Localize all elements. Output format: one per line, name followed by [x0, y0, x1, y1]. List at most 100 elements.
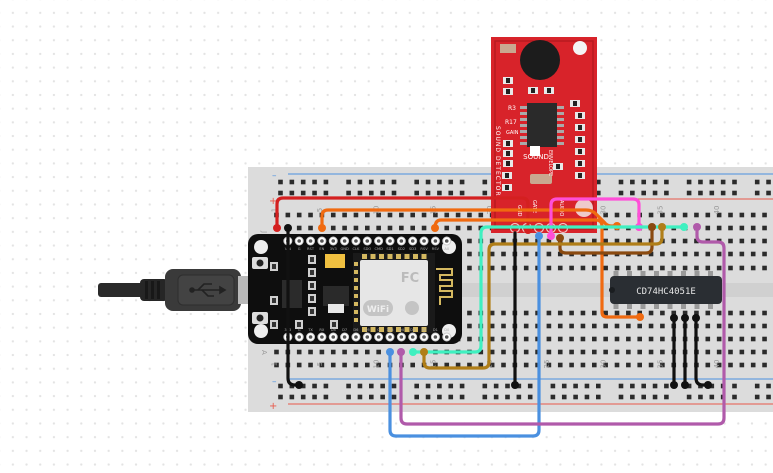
rail-hole: [766, 190, 771, 196]
hole: [660, 323, 665, 329]
mux-chip[interactable]: CD74HC4051E: [609, 271, 722, 309]
microphone-icon: [520, 40, 560, 80]
mcu-pin-label: RSV: [420, 247, 428, 251]
rail-hole: [437, 394, 442, 400]
orange-wire-a[interactable]: [320, 208, 619, 230]
orange-wire-b-endpoint[interactable]: [636, 313, 644, 321]
wifi-logo: WiFi: [367, 305, 389, 315]
black-ground-wire-endpoint[interactable]: [681, 381, 689, 389]
cyan-wire-endpoint[interactable]: [409, 348, 417, 356]
rail-hole: [346, 179, 351, 185]
black-ground-wire[interactable]: [286, 226, 301, 387]
rail-hole: [391, 179, 397, 185]
purple-wire-endpoint[interactable]: [397, 348, 405, 356]
wires[interactable]: [273, 196, 726, 438]
black-ground-wire-endpoint[interactable]: [511, 381, 519, 389]
black-ground-wire-endpoint[interactable]: [284, 224, 292, 232]
rail-hole: [323, 190, 329, 196]
hole: [489, 310, 495, 316]
hole: [376, 225, 381, 231]
pink-wire-endpoint[interactable]: [547, 232, 555, 240]
blue-wire-endpoint[interactable]: [386, 348, 394, 356]
hole: [614, 362, 620, 368]
hole: [637, 265, 642, 271]
hole: [603, 212, 608, 218]
column-label: 30: [600, 360, 608, 369]
sound-sensor[interactable]: SOUND R3 R17 GAIN SOUND DETECTOR GND GAT…: [491, 37, 597, 234]
rail-hole: [448, 383, 454, 389]
blue-wire-endpoint[interactable]: [535, 232, 543, 240]
column-label: 5: [316, 362, 324, 366]
gold-wire-endpoint[interactable]: [420, 348, 428, 356]
mcu-smd-components: [270, 255, 338, 329]
esp-pad: [387, 327, 393, 332]
hole: [762, 336, 767, 342]
black-ground-wire-endpoint[interactable]: [295, 381, 303, 389]
hole: [762, 349, 767, 355]
rail-hole: [312, 394, 317, 400]
hole: [660, 349, 665, 355]
gold-wire[interactable]: [422, 225, 664, 370]
hole: [705, 362, 711, 368]
pcb-antenna: [436, 268, 453, 305]
blue-wire[interactable]: [388, 234, 541, 438]
mcu-pin-hole: [410, 335, 415, 339]
ic-pin: [520, 112, 527, 115]
hole: [365, 212, 370, 218]
black-ground-wire[interactable]: [694, 316, 710, 387]
hole: [660, 362, 665, 368]
hole: [728, 362, 733, 368]
hole: [330, 349, 336, 355]
nodemcu-board[interactable]: WiFi FC VIN3V3GGRSTTXENRX3V3D8GNDD7CLKD6…: [248, 234, 462, 344]
rail-hole: [652, 394, 658, 400]
hole: [501, 265, 506, 271]
black-ground-wire-endpoint[interactable]: [704, 381, 712, 389]
rail-hole: [630, 190, 635, 196]
column-label: 1: [271, 362, 279, 366]
mcu-pin-hole: [331, 335, 336, 339]
black-ground-wire-endpoint[interactable]: [670, 381, 678, 389]
hole: [671, 310, 677, 316]
rail-hole: [652, 190, 658, 196]
purple-wire-endpoint[interactable]: [693, 223, 701, 231]
brown-wire-endpoint[interactable]: [648, 223, 656, 231]
black-ground-wire-endpoint[interactable]: [670, 314, 678, 322]
hole: [728, 225, 733, 231]
rail-hole: [278, 179, 283, 185]
mcu-pin-hole: [433, 239, 438, 243]
red-power-wire[interactable]: [275, 196, 530, 232]
hole: [467, 265, 472, 271]
black-ground-wire-endpoint[interactable]: [681, 314, 689, 322]
gold-wire-endpoint[interactable]: [658, 223, 666, 231]
mcu-pin-hole: [422, 239, 426, 243]
cyan-wire[interactable]: [411, 225, 686, 354]
orange-wire-b-endpoint[interactable]: [431, 224, 439, 232]
orange-wire-a-endpoint[interactable]: [318, 224, 326, 232]
hole: [308, 362, 313, 368]
hole: [365, 349, 370, 355]
hole: [648, 323, 654, 329]
rail-hole: [686, 179, 692, 185]
chip-body: [610, 276, 722, 304]
capacitor-2: [530, 174, 552, 184]
brown-wire-endpoint[interactable]: [556, 234, 564, 242]
red-power-wire-endpoint[interactable]: [273, 224, 281, 232]
rail-hole: [300, 383, 306, 389]
rail-hole: [652, 383, 658, 389]
cyan-wire-endpoint[interactable]: [680, 223, 688, 231]
pink-wire[interactable]: [549, 197, 641, 238]
ic-pin: [520, 124, 527, 127]
orange-wire-b[interactable]: [433, 218, 642, 319]
hole: [421, 212, 427, 218]
hole: [739, 310, 745, 316]
hole: [626, 362, 631, 368]
black-ground-wire-endpoint[interactable]: [692, 314, 700, 322]
rail-hole: [425, 179, 431, 185]
mcu-pin-hole: [342, 239, 347, 243]
purple-wire[interactable]: [399, 225, 726, 426]
hole: [603, 336, 608, 342]
mcu-pin-hole: [320, 239, 324, 243]
brown-wire[interactable]: [558, 225, 654, 255]
usb-cable[interactable]: [98, 269, 252, 311]
